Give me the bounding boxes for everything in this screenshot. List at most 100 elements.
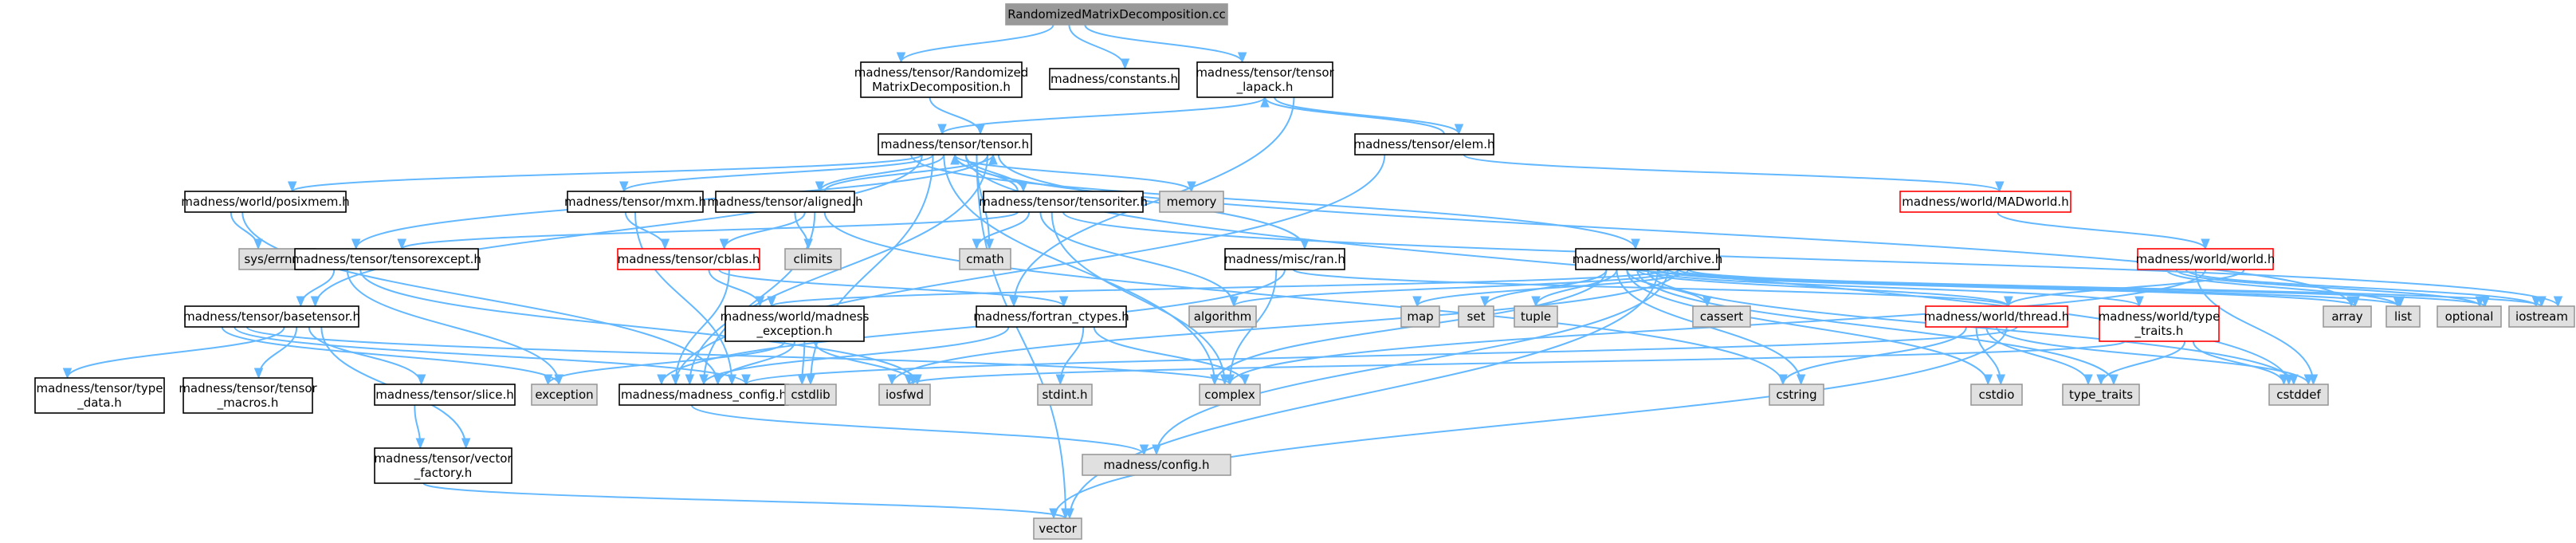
node-rmd-h[interactable]: madness/tensor/RandomizedMatrixDecomposi… bbox=[854, 61, 1028, 98]
include-edge-ran_h-to-config_h bbox=[657, 269, 1286, 386]
node-label: madness/tensor/Randomized bbox=[854, 65, 1028, 80]
node-label: madness/tensor/elem.h bbox=[1353, 137, 1494, 151]
include-edge-tensor_h-to-archive_h bbox=[910, 154, 1640, 250]
node-basetensor-h[interactable]: madness/tensor/basetensor.h bbox=[183, 305, 360, 328]
node-label: cstddef bbox=[2276, 388, 2321, 402]
node-type-data-h[interactable]: madness/tensor/type_data.h bbox=[34, 377, 165, 414]
node-madexc-h[interactable]: madness/world/madness_exception.h bbox=[721, 305, 870, 342]
include-edge-tensor_h-to-basetensor_h bbox=[310, 154, 923, 308]
include-edge-tensor_lapack_h-to-tensor_h bbox=[937, 96, 1266, 136]
node-cstring: cstring bbox=[1769, 384, 1824, 406]
node-thread-h[interactable]: madness/world/thread.h bbox=[1924, 305, 2070, 328]
node-label: madness/tensor/aligned.h bbox=[707, 195, 862, 209]
include-edge-tensor_h-to-posixmem_h bbox=[287, 154, 923, 193]
node-complex: complex bbox=[1199, 384, 1261, 406]
node-box bbox=[976, 305, 1127, 328]
node-box bbox=[617, 248, 760, 270]
node-label: _factory.h bbox=[414, 466, 472, 481]
node-ran-h[interactable]: madness/misc/ran.h bbox=[1224, 248, 1345, 270]
node-madworld-h[interactable]: madness/world/MADworld.h bbox=[1899, 191, 2071, 213]
node-world-h[interactable]: madness/world/world.h bbox=[2136, 248, 2276, 270]
node-label: stdint.h bbox=[1042, 388, 1087, 402]
node-archive-h[interactable]: madness/world/archive.h bbox=[1573, 248, 1722, 270]
node-box bbox=[1354, 133, 1494, 155]
node-label: set bbox=[1467, 309, 1486, 324]
node-label: iosfwd bbox=[886, 388, 924, 402]
node-label: vector bbox=[1039, 521, 1077, 536]
node-tensor-h[interactable]: madness/tensor/tensor.h bbox=[878, 133, 1032, 155]
node-box bbox=[2099, 305, 2220, 342]
node-box bbox=[983, 191, 1144, 213]
node-label: type_traits bbox=[2069, 388, 2133, 403]
node-posixmem-h[interactable]: madness/world/posixmem.h bbox=[181, 191, 350, 213]
include-edge-thread_h-to-type_traits bbox=[1985, 326, 2093, 386]
node-label: iostream bbox=[2515, 309, 2568, 324]
include-edge-aligned_h-to-cblas_h bbox=[719, 211, 806, 250]
include-edge-tensoriter_h-to-tensor_h bbox=[950, 153, 1019, 192]
node-box bbox=[2268, 384, 2329, 406]
node-type-traits-h[interactable]: madness/world/type_traits.h bbox=[2099, 305, 2221, 342]
include-edge-madworld_h-to-world_h bbox=[1997, 211, 2210, 250]
include-edge-tensoriter_h-to-tensorexcept_h bbox=[397, 211, 1019, 250]
include-edge-elem_h-to-tensor_lapack_h bbox=[1260, 96, 1445, 135]
node-elem-h[interactable]: madness/tensor/elem.h bbox=[1353, 133, 1495, 155]
node-box bbox=[2062, 384, 2140, 406]
node-cstdio: cstdio bbox=[1970, 384, 2023, 406]
include-edge-world_h-to-optional bbox=[2175, 269, 2485, 308]
include-edge-rmd_h-to-tensor_h bbox=[929, 96, 985, 136]
node-label: map bbox=[1407, 309, 1433, 324]
node-box bbox=[1970, 384, 2023, 406]
include-edge-mxm_h-to-cblas_h bbox=[624, 211, 670, 250]
node-cassert: cassert bbox=[1692, 305, 1751, 328]
node-list: list bbox=[2386, 305, 2421, 328]
node-label: madness/tensor/vector bbox=[374, 451, 512, 466]
node-box bbox=[2137, 248, 2274, 270]
node-tensoriter-h[interactable]: madness/tensor/tensoriter.h bbox=[979, 191, 1148, 213]
node-label: madness/tensor/mxm.h bbox=[564, 195, 706, 209]
node-algorithm: algorithm bbox=[1188, 305, 1257, 328]
node-aligned-h[interactable]: madness/tensor/aligned.h bbox=[707, 191, 863, 213]
node-label: madness/world/archive.h bbox=[1573, 252, 1722, 266]
node-label: madness/constants.h bbox=[1050, 72, 1178, 86]
node-box bbox=[1769, 384, 1824, 406]
node-optional: optional bbox=[2437, 305, 2502, 328]
node-label: sys/errno.h bbox=[244, 252, 310, 266]
include-edge-tensoriter_h-to-algorithm bbox=[1039, 211, 1239, 308]
include-edge-aligned_h-to-tensor_h bbox=[823, 153, 998, 192]
node-mxm-h[interactable]: madness/tensor/mxm.h bbox=[564, 191, 706, 213]
node-map: map bbox=[1400, 305, 1440, 328]
node-config-h[interactable]: madness/madness_config.h bbox=[618, 384, 789, 406]
node-label: memory bbox=[1167, 195, 1217, 209]
node-label: array bbox=[2331, 309, 2362, 324]
node-box bbox=[374, 384, 516, 406]
node-box bbox=[34, 377, 165, 414]
node-constants-h[interactable]: madness/constants.h bbox=[1049, 68, 1180, 90]
node-box bbox=[860, 61, 1023, 98]
include-edge-madexc_h-to-cstdlib bbox=[797, 340, 807, 386]
include-edge-fortran_h-to-complex bbox=[1093, 326, 1250, 386]
node-fortran-h[interactable]: madness/fortran_ctypes.h bbox=[973, 305, 1129, 328]
node-cstdlib: cstdlib bbox=[784, 384, 837, 406]
node-box bbox=[374, 447, 512, 484]
node-box bbox=[878, 384, 931, 406]
include-edge-mxm_h-to-config_h bbox=[634, 211, 737, 386]
node-cblas-h[interactable]: madness/tensor/cblas.h bbox=[617, 248, 760, 270]
node-tensorexcept-h[interactable]: madness/tensor/tensorexcept.h bbox=[292, 248, 481, 270]
node-box bbox=[184, 191, 347, 213]
include-edge-elem_h-to-madworld_h bbox=[1463, 154, 2005, 193]
node-label: _lapack.h bbox=[1236, 80, 1294, 95]
include-edge-type_traits_h-to-iosfwd bbox=[904, 340, 2126, 386]
include-edge-type_traits_h-to-cstddef bbox=[2192, 340, 2289, 386]
include-edge-tensoriter_h-to-cmath bbox=[972, 211, 1031, 250]
node-set: set bbox=[1458, 305, 1494, 328]
node-mconfig-h: madness/config.h bbox=[1082, 454, 1231, 476]
node-tensor-macros-h[interactable]: madness/tensor/tensor_macros.h bbox=[179, 377, 318, 414]
node-vector-factory-h[interactable]: madness/tensor/vector_factory.h bbox=[374, 447, 512, 484]
node-iosfwd: iosfwd bbox=[878, 384, 931, 406]
node-slice-h[interactable]: madness/tensor/slice.h bbox=[374, 384, 516, 406]
node-tensor-lapack-h[interactable]: madness/tensor/tensor_lapack.h bbox=[1196, 61, 1335, 98]
node-label: madness/tensor/cblas.h bbox=[618, 252, 760, 266]
node-box bbox=[1400, 305, 1440, 328]
include-edge-basetensor_h-to-type_data_h bbox=[62, 326, 285, 380]
